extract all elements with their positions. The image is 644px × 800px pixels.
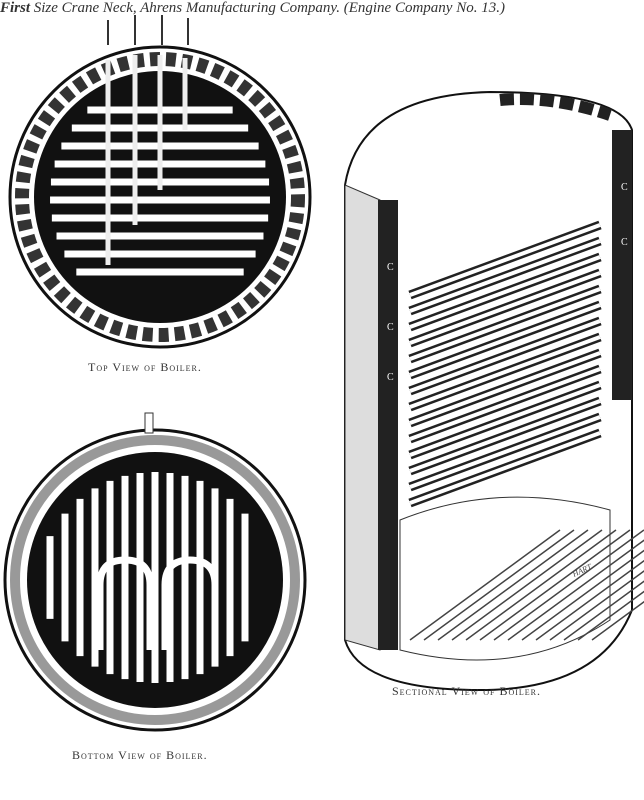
pipe-highlight (409, 303, 601, 377)
top-view-drawing (8, 15, 312, 349)
pipe-highlight (409, 383, 601, 457)
pipe-highlight (409, 239, 601, 313)
floor-line (409, 529, 561, 641)
section-label-c: C (387, 372, 394, 383)
pipe-highlight (409, 223, 601, 297)
section-label-c: C (621, 237, 628, 248)
floor-line (423, 529, 575, 641)
floor-line (577, 590, 644, 641)
pipe-highlight (409, 399, 601, 473)
u-bend-pipe (161, 556, 219, 650)
pipe-highlight (409, 367, 601, 441)
floor-line (521, 549, 644, 641)
sectional-view-drawing (344, 90, 644, 692)
pipe-highlight (409, 415, 601, 489)
floor-line (437, 529, 589, 641)
floor-line (493, 529, 644, 641)
bottom-view-drawing (3, 412, 307, 732)
floor-line (535, 559, 644, 641)
floor-line (507, 539, 644, 641)
pipe-highlight (409, 431, 601, 505)
main-caption-rest: Size Crane Neck, Ahrens Manufacturing Co… (30, 0, 505, 16)
pipe-highlight (409, 335, 601, 409)
floor-line (563, 580, 644, 641)
floor-line (549, 570, 644, 641)
floor-line (465, 529, 617, 641)
main-caption-first: First (0, 0, 31, 16)
section-label-c: C (387, 262, 394, 273)
main-caption: First Size Crane Neck, Ahrens Manufactur… (0, 0, 644, 17)
pipe-highlight (409, 351, 601, 425)
section-label-c: C (387, 322, 394, 333)
pipe-highlight (409, 255, 601, 329)
sectional-view-caption: Sectional View of Boiler. (392, 684, 541, 698)
bottom-view-caption: Bottom View of Boiler. (72, 748, 208, 762)
pipe-highlight (409, 319, 601, 393)
floor-line (591, 600, 644, 641)
top-view-caption: Top View of Boiler. (88, 360, 202, 374)
floor-line (451, 529, 603, 641)
section-label-c: C (621, 182, 628, 193)
floor-line (479, 529, 631, 641)
pipe-highlight (409, 271, 601, 345)
u-bend-pipe (96, 556, 154, 650)
pipe-highlight (409, 287, 601, 361)
